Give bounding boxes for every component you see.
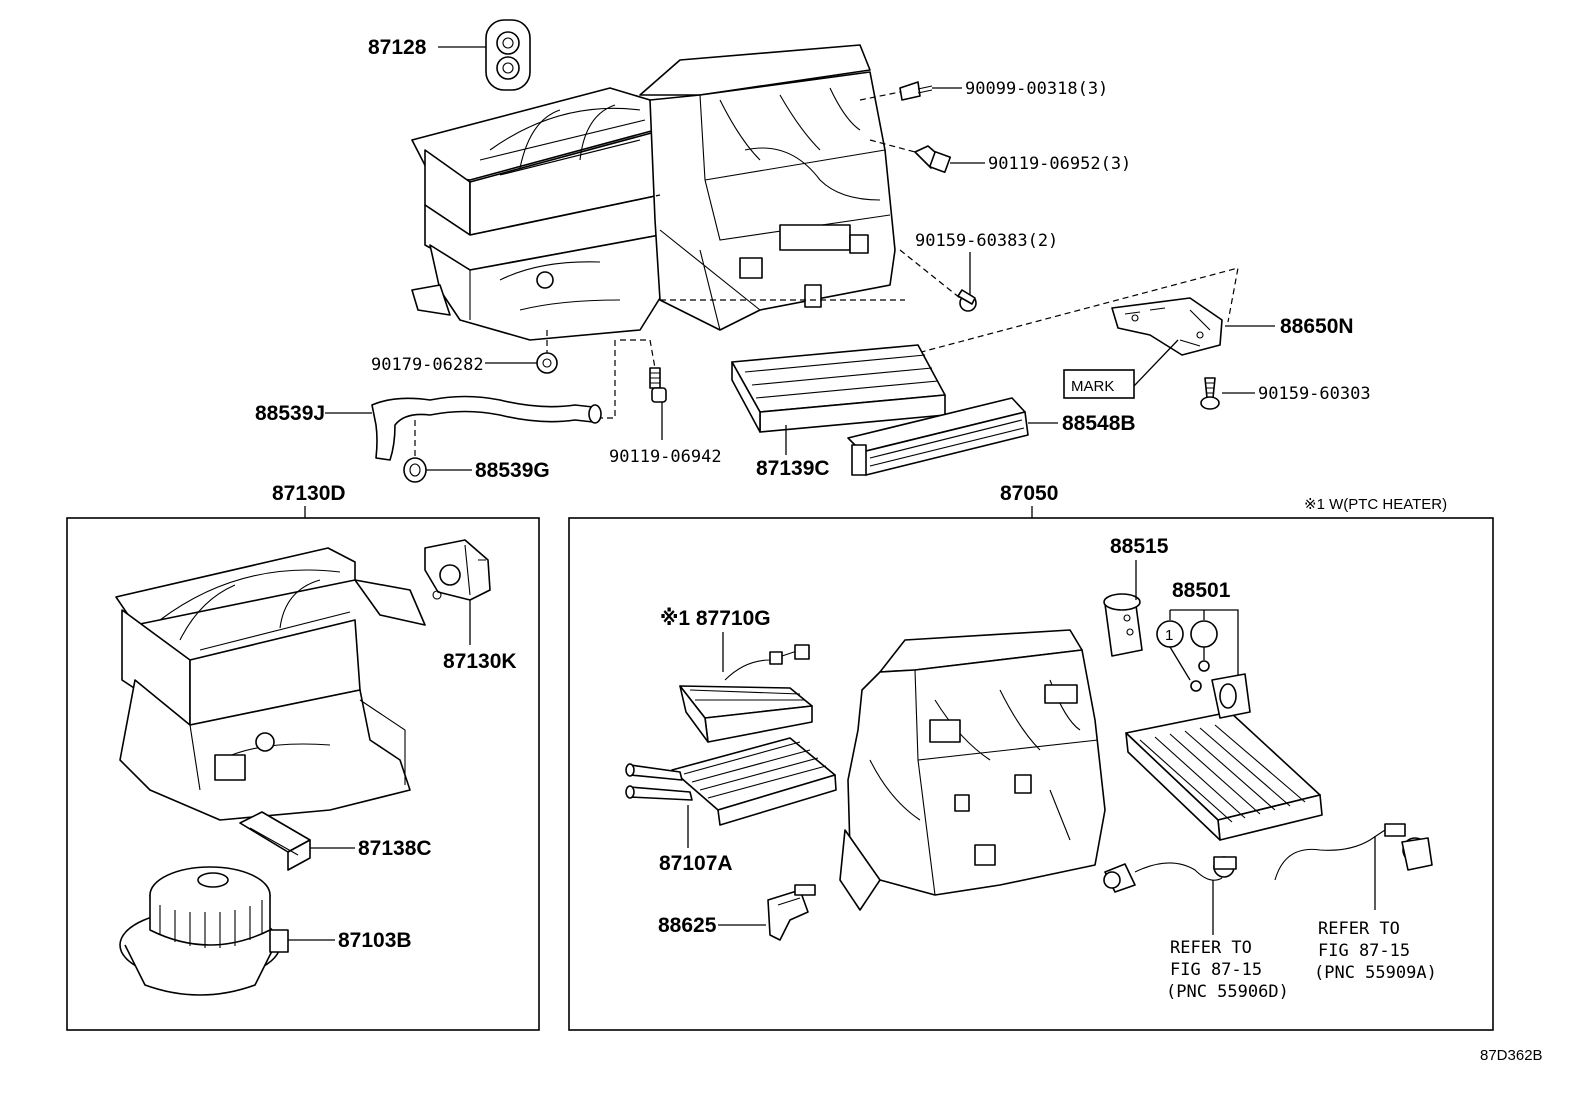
temp-sensor-left[interactable] (1103, 856, 1237, 893)
label-90159-60303: 90159-60303 (1258, 384, 1371, 404)
label-88501: 88501 (1172, 579, 1231, 602)
air-filter-87139C[interactable] (731, 344, 946, 433)
temp-sensor-right[interactable] (1274, 823, 1433, 881)
screw-90099-00318[interactable] (899, 81, 933, 101)
label-90119-06942: 90119-06942 (609, 447, 722, 467)
label-87710G: ※1 87710G (660, 607, 771, 630)
bolt-90119-06952[interactable] (914, 145, 952, 174)
label-87139C: 87139C (756, 457, 830, 480)
screw-90159-60383[interactable] (957, 289, 977, 312)
label-87130K: 87130K (443, 650, 517, 673)
label-88539J: 88539J (255, 402, 325, 425)
label-87138C: 87138C (358, 837, 432, 860)
mark-callout: MARK (1063, 339, 1179, 399)
blower-resistor-87138C[interactable] (239, 811, 311, 871)
ptc-heater-note: ※1 W(PTC HEATER) (1304, 496, 1447, 513)
group-frame-87130D (66, 517, 540, 1031)
oring-1[interactable] (1190, 680, 1202, 692)
oring-callout-3 (1190, 620, 1218, 648)
grommet-88539G[interactable] (403, 457, 427, 483)
grommet-87128[interactable] (485, 19, 531, 91)
label-87103B: 87103B (338, 929, 412, 952)
label-87107A: 87107A (659, 852, 733, 875)
heater-unit-case-87050[interactable] (839, 629, 1106, 911)
ref-left-line1: REFER TO (1170, 938, 1252, 958)
blower-motor-87103B[interactable] (119, 866, 289, 996)
label-90119-06952: 90119-06952(3) (988, 154, 1131, 174)
nut-90179-06282[interactable] (536, 352, 558, 374)
drain-hose-88539J[interactable] (371, 395, 602, 461)
label-90159-60383: 90159-60383(2) (915, 231, 1058, 251)
group-frame-87050 (568, 517, 1494, 1031)
svg-text:MARK: MARK (1071, 378, 1114, 395)
label-88625: 88625 (658, 914, 717, 937)
label-90099-00318: 90099-00318(3) (965, 79, 1108, 99)
label-87050: 87050 (1000, 482, 1058, 505)
evaporator-88501[interactable] (1125, 673, 1323, 841)
label-88650N: 88650N (1280, 315, 1354, 338)
expansion-valve-88515[interactable] (1103, 593, 1143, 657)
heater-core-87107A[interactable] (625, 737, 837, 826)
svg-text:1: 1 (1165, 627, 1173, 644)
oring-3[interactable] (1198, 660, 1210, 672)
ptc-heater-88548B[interactable] (847, 397, 1029, 476)
oring-callout-1: 1 (1156, 620, 1184, 648)
ref-right-line3: (PNC 55909A) (1314, 963, 1437, 983)
servo-motor-87130K[interactable] (424, 539, 491, 601)
ptc-heater-87710G[interactable] (679, 644, 813, 743)
label-88539G: 88539G (475, 459, 550, 482)
blower-case-87130D[interactable] (115, 547, 426, 821)
ref-right-line2: FIG 87-15 (1318, 941, 1410, 961)
label-88515: 88515 (1110, 535, 1169, 558)
upper-ac-unit-assembly (411, 44, 896, 341)
sensor-88625[interactable] (767, 884, 816, 941)
label-87130D: 87130D (272, 482, 346, 505)
ref-right-line1: REFER TO (1318, 919, 1400, 939)
ref-left-line2: FIG 87-15 (1170, 960, 1262, 980)
label-88548B: 88548B (1062, 412, 1136, 435)
screw-90159-60303[interactable] (1200, 377, 1220, 410)
diagram-code: 87D362B (1480, 1047, 1543, 1064)
bolt-90119-06942[interactable] (649, 367, 667, 403)
label-90179-06282: 90179-06282 (371, 355, 484, 375)
ref-left-line3: (PNC 55906D) (1166, 982, 1289, 1002)
bracket-88650N[interactable] (1111, 297, 1223, 356)
label-87128: 87128 (368, 36, 427, 59)
